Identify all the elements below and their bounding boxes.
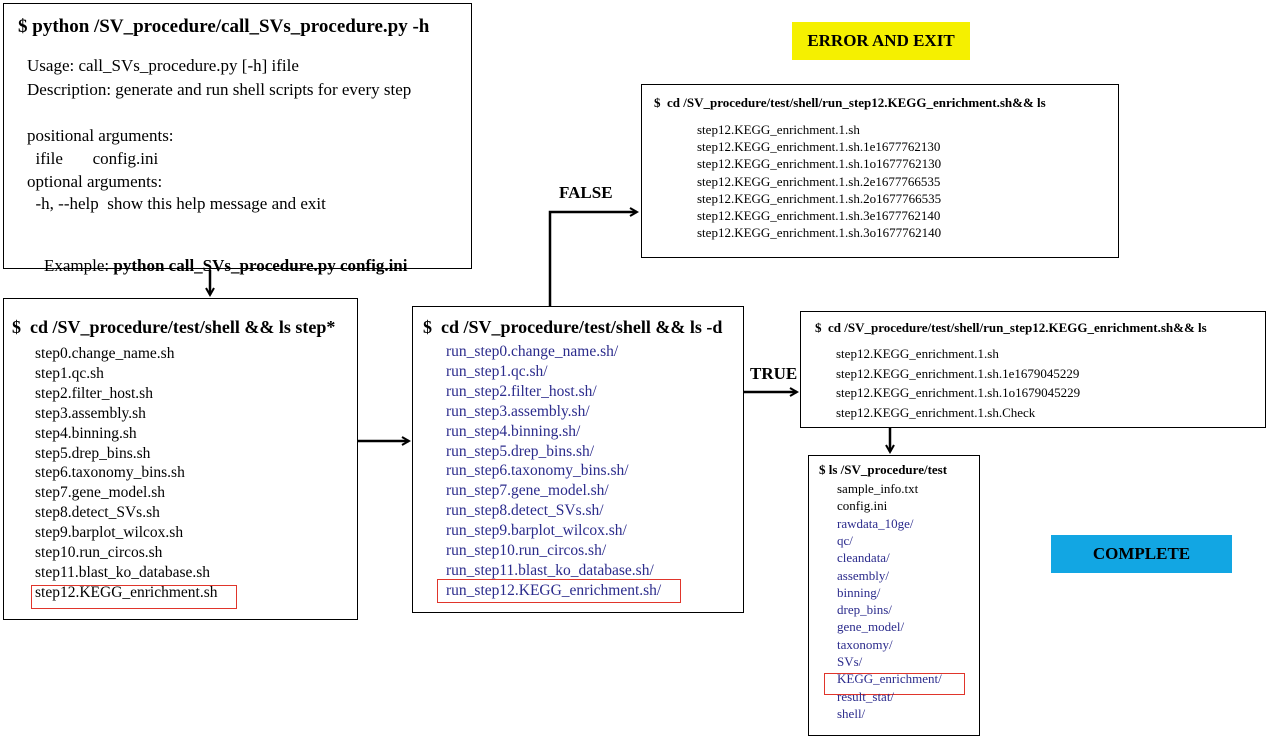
error-box: $ cd /SV_procedure/test/shell/run_step12…: [641, 84, 1119, 258]
run-step-dir: run_step9.barplot_wilcox.sh/: [446, 522, 627, 540]
optional-header: optional arguments:: [27, 172, 163, 191]
help-box: $ python /SV_procedure/call_SVs_procedur…: [3, 3, 472, 275]
success-output-file: step12.KEGG_enrichment.1.sh.1e1679045229: [836, 365, 1080, 381]
success-output-file: step12.KEGG_enrichment.1.sh.1o1679045229: [836, 385, 1081, 400]
test-dir: gene_model/: [837, 619, 905, 635]
error-output-file: step12.KEGG_enrichment.1.sh.2o1677766535: [697, 190, 942, 206]
run-step-dir: run_step12.KEGG_enrichment.sh/: [446, 581, 662, 599]
run-step-dir: run_step1.qc.sh/: [446, 362, 548, 380]
step-file: step9.barplot_wilcox.sh: [35, 524, 184, 542]
test-dir: shell/: [837, 705, 866, 721]
error-output-file: step12.KEGG_enrichment.1.sh: [697, 122, 860, 137]
step-file: step2.filter_host.sh: [35, 384, 153, 402]
error-output-file: step12.KEGG_enrichment.1.sh.2e1677766535: [697, 173, 941, 189]
run-step-dir: run_step7.gene_model.sh/: [446, 482, 609, 500]
success-output-file: step12.KEGG_enrichment.1.sh: [836, 346, 999, 361]
help-box-title: $ python /SV_procedure/call_SVs_procedur…: [18, 16, 430, 37]
run-step-dir: run_step11.blast_ko_database.sh/: [446, 561, 654, 579]
test-dir: binning/: [837, 584, 881, 600]
highlight-run-step12: [437, 579, 681, 603]
run-step-dir: run_step10.run_circos.sh/: [446, 542, 607, 559]
dirs-box: $ cd /SV_procedure/test/shell && ls -d r…: [412, 306, 744, 613]
step-file: step5.drep_bins.sh: [35, 444, 151, 462]
highlight-kegg-enrichment: [824, 673, 965, 695]
step-file: step11.blast_ko_database.sh: [35, 563, 211, 581]
arrow-dirs-to-error: [548, 212, 637, 306]
error-output-file: step12.KEGG_enrichment.1.sh.3e1677762140: [697, 208, 941, 223]
false-label: FALSE: [559, 183, 613, 202]
run-step-dir: run_step0.change_name.sh/: [446, 343, 619, 360]
success-box: $ cd /SV_procedure/test/shell/run_step12…: [800, 311, 1266, 428]
usage-line: Usage: call_SVs_procedure.py [-h] ifile: [27, 56, 299, 75]
test-dir: cleandata/: [837, 550, 890, 566]
step-file: step0.change_name.sh: [35, 345, 175, 362]
run-step-dir: run_step3.assembly.sh/: [446, 402, 590, 420]
run-step-dir: run_step6.taxonomy_bins.sh/: [446, 462, 629, 480]
run-step-dir: run_step8.detect_SVs.sh/: [446, 502, 604, 520]
positional-header: positional arguments:: [27, 126, 174, 145]
test-dir: taxonomy/: [837, 636, 893, 652]
test-file: sample_info.txt: [837, 481, 919, 496]
step-file: step3.assembly.sh: [35, 404, 146, 422]
test-dir: result_stat/: [837, 688, 895, 704]
run-step-dir: run_step5.drep_bins.sh/: [446, 442, 595, 460]
test-dir: drep_bins/: [837, 602, 892, 618]
run-step-dir: run_step2.filter_host.sh/: [446, 382, 597, 400]
test-box-title: $ ls /SV_procedure/test: [819, 462, 948, 477]
steps-box-title: $ cd /SV_procedure/test/shell && ls step…: [12, 317, 336, 337]
dirs-box-title: $ cd /SV_procedure/test/shell && ls -d: [423, 317, 723, 337]
steps-box: $ cd /SV_procedure/test/shell && ls step…: [3, 298, 358, 620]
error-badge: ERROR AND EXIT: [792, 22, 970, 60]
complete-badge: COMPLETE: [1051, 535, 1232, 573]
step-file: step4.binning.sh: [35, 424, 137, 442]
positional-arg: ifile config.ini: [27, 149, 159, 168]
step-file: step12.KEGG_enrichment.sh: [35, 583, 218, 601]
error-box-title: $ cd /SV_procedure/test/shell/run_step12…: [654, 95, 1046, 110]
run-step-dir: run_step4.binning.sh/: [446, 422, 581, 440]
error-output-file: step12.KEGG_enrichment.1.sh.1e1677762130: [697, 139, 941, 155]
description-line: Description: generate and run shell scri…: [27, 80, 412, 99]
step-file: step1.qc.sh: [35, 364, 104, 382]
test-dir: KEGG_enrichment/: [837, 671, 942, 687]
optional-arg: -h, --help show this help message and ex…: [27, 194, 326, 213]
test-dir: assembly/: [837, 567, 889, 583]
test-dir: qc/: [837, 532, 853, 548]
highlight-step12: [31, 585, 237, 609]
success-output-file: step12.KEGG_enrichment.1.sh.Check: [836, 404, 1036, 420]
test-dir: SVs/: [837, 654, 863, 669]
error-output-file: step12.KEGG_enrichment.1.sh.1o1677762130: [697, 156, 942, 172]
test-file: config.ini: [837, 498, 888, 514]
step-file: step8.detect_SVs.sh: [35, 504, 160, 522]
step-file: step10.run_circos.sh: [35, 544, 163, 561]
true-label: TRUE: [750, 364, 798, 383]
step-file: step6.taxonomy_bins.sh: [35, 464, 185, 482]
example-label: Example:: [44, 256, 114, 275]
error-output-file: step12.KEGG_enrichment.1.sh.3o1677762140: [697, 225, 942, 241]
step-file: step7.gene_model.sh: [35, 484, 166, 502]
success-box-title: $ cd /SV_procedure/test/shell/run_step12…: [815, 320, 1207, 335]
test-dir: rawdata_10ge/: [837, 515, 914, 531]
